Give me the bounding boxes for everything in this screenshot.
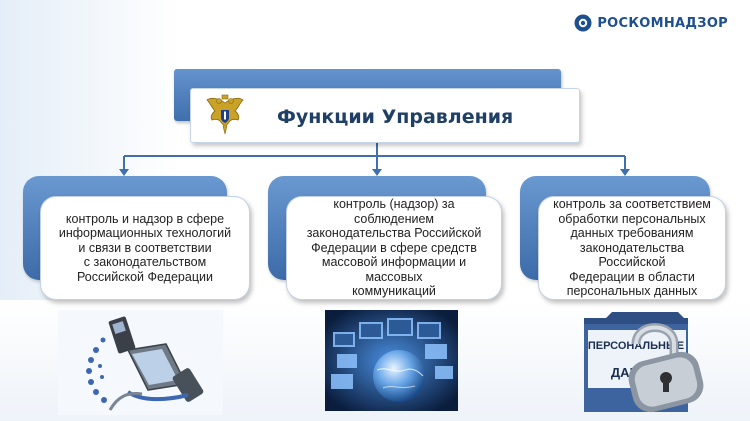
title-box: Функции Управления — [190, 88, 580, 143]
double-headed-eagle-emblem-icon — [206, 94, 244, 135]
brand-name: РОСКОМНАДЗОР — [597, 15, 728, 31]
personal-data-label-top: ПЕРСОНАЛЬНЫЕ — [588, 340, 684, 352]
page-title: Функции Управления — [277, 105, 514, 128]
function-card-2: контроль (надзор) за соблюдением законод… — [286, 196, 502, 300]
media-screens-globe-image — [325, 310, 458, 411]
brand-logo: РОСКОМНАДЗОР — [574, 14, 728, 32]
function-card-1-text: контроль и надзор в сфере информационных… — [58, 211, 232, 284]
function-card-3: контроль за соответствием обработки перс… — [538, 196, 726, 300]
function-card-3-text: контроль за соответствием обработки перс… — [553, 197, 711, 299]
roskomnadzor-logo-icon — [574, 14, 592, 32]
function-card-2-text: контроль (надзор) за соблюдением законод… — [306, 197, 482, 299]
personal-data-lock-image: ПЕРСОНАЛЬНЫЕ ДАННЫ — [584, 312, 704, 413]
telecom-devices-image — [58, 310, 223, 415]
function-card-1: контроль и надзор в сфере информационных… — [40, 196, 250, 300]
